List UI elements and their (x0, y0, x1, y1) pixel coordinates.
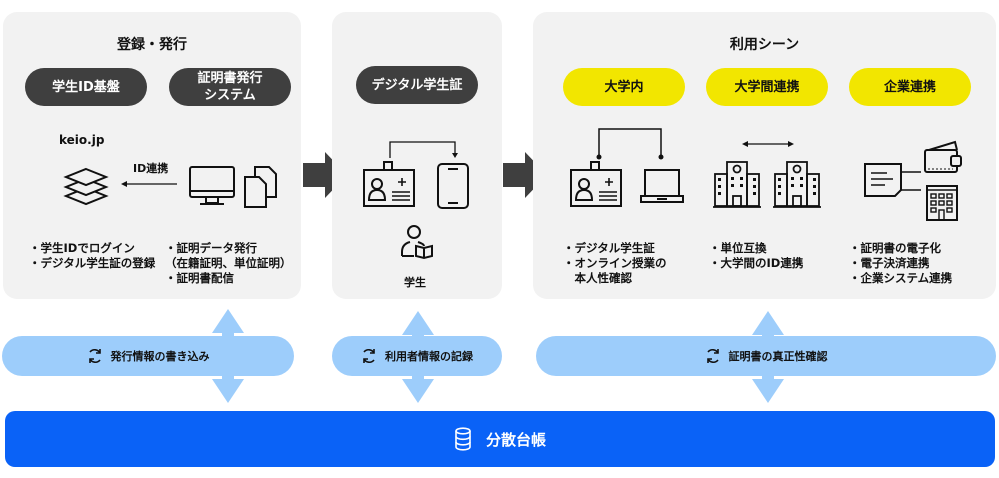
bidirectional-arrow-icon (742, 141, 794, 147)
bullet: 本人性確認 (563, 271, 632, 285)
band-authenticity-check: 証明書の真正性確認 (536, 336, 996, 376)
bullet: ・証明データ発行 (165, 241, 257, 255)
id-card-icon (363, 161, 415, 207)
bullet: ・デジタル学生証 (563, 241, 655, 255)
sync-icon (363, 348, 375, 364)
digital-student-id-pill: デジタル学生証 (356, 66, 478, 104)
wallet-icon (924, 140, 962, 173)
inter-university-bullets: ・単位互換・大学間のID連携 (709, 241, 803, 271)
bullet: （在籍証明、単位証明） (165, 256, 292, 270)
smartphone-icon (437, 163, 469, 209)
band-user-record: 利用者情報の記録 (332, 336, 502, 376)
bullet: ・企業システム連携 (849, 271, 953, 285)
corporate-pill: 企業連携 (849, 68, 971, 106)
band-label: 発行情報の書き込み (110, 350, 210, 363)
bullet: ・証明書の電子化 (849, 241, 941, 255)
monitor-icon (189, 166, 235, 205)
connection-line-icon (596, 128, 664, 160)
student-id-platform-pill: 学生ID基盤 (25, 68, 147, 106)
registration-right-bullets: ・証明データ発行（在籍証明、単位証明）・証明書配信 (165, 241, 292, 286)
office-building-icon (926, 185, 958, 221)
layers-icon (63, 167, 109, 206)
laptop-icon (640, 169, 684, 203)
ledger-label: 分散台帳 (485, 430, 546, 449)
band-label: 利用者情報の記録 (385, 350, 473, 363)
sync-icon (706, 348, 719, 364)
domain-label: keio.jp (59, 133, 105, 147)
documents-icon (244, 166, 277, 208)
student-reading-icon (401, 225, 433, 260)
bullet: ・学生IDでログイン (29, 241, 135, 255)
bullet: ・オンライン授業の (563, 256, 667, 270)
corporate-bullets: ・証明書の電子化・電子決済連携・企業システム連携 (849, 241, 952, 286)
database-icon (455, 427, 471, 451)
bullet: ・単位互換 (709, 241, 767, 255)
usage-panel: 利用シーン 大学内 大学間連携 企業連携 ・デジタル学生証・オンライン授業の 本… (533, 12, 996, 299)
on-campus-bullets: ・デジタル学生証・オンライン授業の 本人性確認 (563, 241, 667, 286)
student-id-panel: デジタル学生証 学生 (332, 12, 502, 299)
certificate-system-pill: 証明書発行 システム (169, 68, 291, 106)
document-icon (864, 163, 921, 197)
bullet: ・電子決済連携 (849, 256, 930, 270)
university-building-icon (713, 161, 761, 208)
arrow-left-icon (121, 181, 177, 187)
transfer-arrow-icon (389, 141, 458, 158)
sync-icon (88, 348, 101, 364)
distributed-ledger-bar: 分散台帳 (5, 411, 995, 467)
registration-title: 登録・発行 (117, 37, 187, 53)
bullet: ・大学間のID連携 (709, 256, 804, 270)
id-link-label: ID連携 (133, 162, 169, 175)
bullet: ・デジタル学生証の登録 (29, 256, 156, 270)
band-issuance-write: 発行情報の書き込み (2, 336, 294, 376)
student-caption: 学生 (404, 276, 426, 289)
usage-title: 利用シーン (729, 37, 800, 53)
inter-university-pill: 大学間連携 (706, 68, 828, 106)
on-campus-pill: 大学内 (563, 68, 685, 106)
registration-left-bullets: ・学生IDでログイン・デジタル学生証の登録 (29, 241, 155, 271)
registration-panel: 登録・発行 学生ID基盤 証明書発行 システム keio.jp ID連携 ・学生… (3, 12, 301, 299)
band-label: 証明書の真正性確認 (728, 350, 828, 363)
university-building-icon (773, 161, 821, 208)
id-card-icon (570, 161, 622, 207)
bullet: ・証明書配信 (165, 271, 234, 285)
